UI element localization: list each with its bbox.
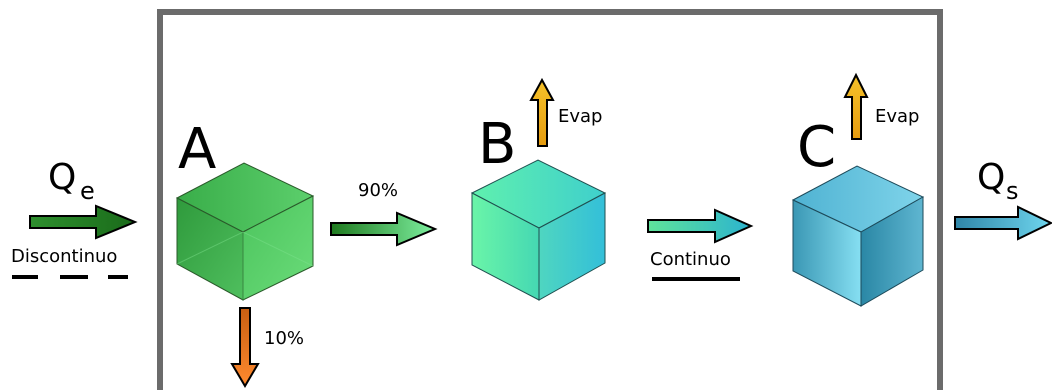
tank-a-cube (175, 162, 315, 301)
outflow-symbol: Q (977, 157, 1005, 198)
system-boundary (157, 9, 943, 390)
outflow-subscript: s (1006, 177, 1019, 205)
tank-b-cube (470, 159, 607, 301)
evap-label-c: Evap (875, 106, 919, 127)
outflow-arrow (954, 205, 1052, 241)
down-arrow (230, 307, 260, 388)
inflow-mode-label: Discontinuo (11, 246, 117, 267)
tank-c-cube (791, 165, 925, 307)
evap-arrow-b (529, 77, 555, 147)
link-mode-label: Continuo (650, 249, 731, 270)
split-forward-label: 90% (358, 180, 398, 201)
tank-a-label: A (178, 117, 216, 182)
forward-arrow (330, 211, 438, 247)
inflow-subscript: e (80, 177, 95, 205)
tank-c-label: C (797, 115, 836, 180)
evap-arrow-c (843, 72, 869, 140)
continuous-arrow (647, 208, 754, 244)
split-down-label: 10% (264, 328, 304, 349)
inflow-symbol: Q (48, 157, 76, 198)
evap-label-b: Evap (558, 106, 602, 127)
inflow-arrow (29, 204, 138, 240)
tank-b-label: B (478, 112, 516, 177)
